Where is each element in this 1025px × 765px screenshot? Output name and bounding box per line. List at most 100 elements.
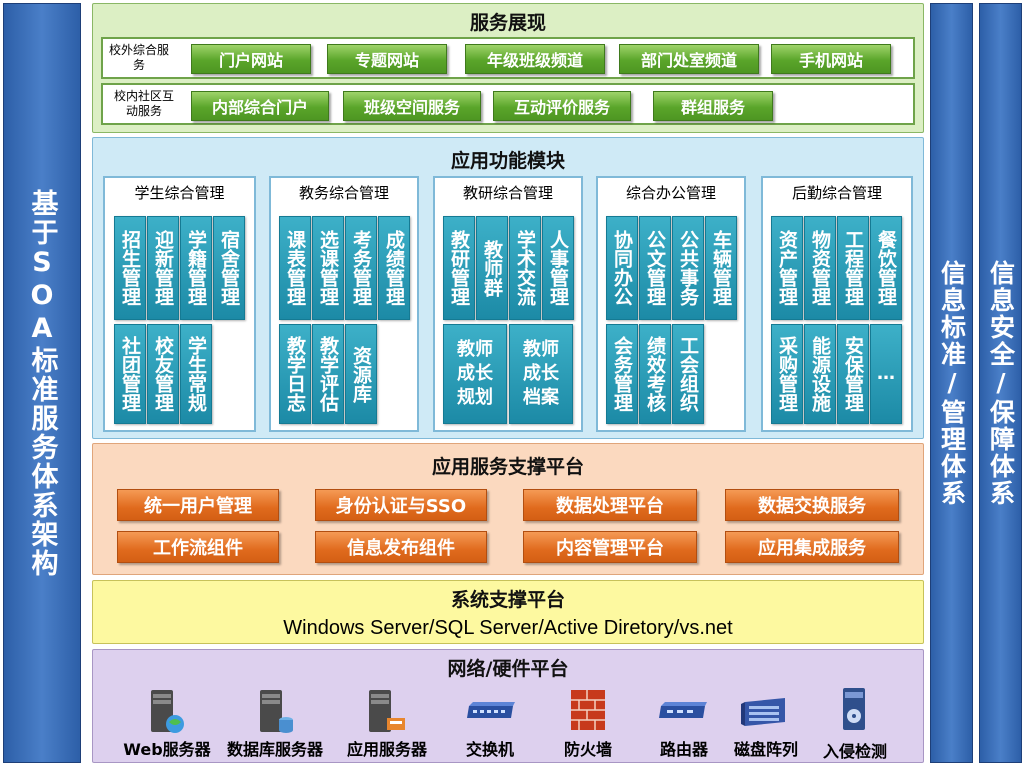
workflow-component-button[interactable]: 工作流组件 (117, 531, 279, 563)
grade-class-channel-button[interactable]: 年级班级频道 (465, 44, 605, 74)
tile-security-management[interactable]: 安保管理 (837, 324, 869, 424)
application-module-layer: 应用功能模块 学生综合管理 招生管理 迎新管理 学籍管理 宿舍管理 社团管理 校… (92, 137, 924, 439)
tile-alumni[interactable]: 校友管理 (147, 324, 179, 424)
app-integration-button[interactable]: 应用集成服务 (725, 531, 899, 563)
logistics-management-module: 后勤综合管理 资产管理 物资管理 工程管理 餐饮管理 采购管理 能源设施 安保管… (761, 176, 913, 432)
network-layer-title: 网络/硬件平台 (447, 658, 569, 680)
module-title: 综合办公管理 (625, 184, 716, 202)
topic-site-button[interactable]: 专题网站 (327, 44, 447, 74)
tile-teaching-evaluation[interactable]: 教学评估 (312, 324, 344, 424)
support-layer-title: 应用服务支撑平台 (431, 456, 584, 478)
database-server-icon (256, 688, 293, 734)
tile-freshman[interactable]: 迎新管理 (147, 216, 179, 320)
auth-sso-button[interactable]: 身份认证与SSO (315, 489, 487, 521)
info-security-text: 信息安全/保障体系 (986, 259, 1016, 507)
tile-engineering-management[interactable]: 工程管理 (837, 216, 869, 320)
app-support-platform-layer: 应用服务支撑平台 统一用户管理 身份认证与SSO 数据处理平台 数据交换服务 工… (92, 443, 924, 575)
internal-service-label: 校内社区互动服务 (113, 89, 174, 118)
info-standard-text: 信息标准/管理体系 (937, 259, 967, 507)
external-service-row: 校外综合服务 门户网站 专题网站 年级班级频道 部门处室频道 手机网站 (101, 37, 915, 79)
tile-energy-facilities[interactable]: 能源设施 (804, 324, 836, 424)
device-label: 入侵检测 (822, 742, 887, 761)
student-management-module: 学生综合管理 招生管理 迎新管理 学籍管理 宿舍管理 社团管理 校友管理 学生常… (103, 176, 256, 432)
office-management-module: 综合办公管理 协同办公 公文管理 公共事务 车辆管理 会务管理 绩效考核 工会组… (596, 176, 746, 432)
tile-student-routine[interactable]: 学生常规 (180, 324, 212, 424)
tile-research-management[interactable]: 教研管理 (443, 216, 475, 320)
device-label: 数据库服务器 (226, 740, 323, 759)
data-exchange-button[interactable]: 数据交换服务 (725, 489, 899, 521)
service-presentation-layer: 服务展现 校外综合服务 门户网站 专题网站 年级班级频道 部门处室频道 手机网站… (92, 3, 924, 133)
group-service-button[interactable]: 群组服务 (653, 91, 773, 121)
tile-labor-union[interactable]: 工会组织 (672, 324, 704, 424)
left-architecture-bar: 基于SOA标准服务体系架构 (3, 3, 81, 763)
device-label: 路由器 (659, 740, 708, 759)
tile-teaching-log[interactable]: 教学日志 (279, 324, 311, 424)
tile-label: 教师成长档案 (523, 339, 559, 408)
system-layer-title: 系统支撑平台 (450, 589, 565, 611)
app-server-icon (365, 688, 405, 734)
department-channel-button[interactable]: 部门处室频道 (619, 44, 759, 74)
info-standard-bar: 信息标准/管理体系 (930, 3, 973, 763)
module-title: 教务综合管理 (298, 184, 389, 202)
tile-performance-assessment[interactable]: 绩效考核 (639, 324, 671, 424)
tile-catering-management[interactable]: 餐饮管理 (870, 216, 902, 320)
external-service-label: 校外综合服务 (109, 43, 170, 72)
teaching-affairs-module: 教务综合管理 课表管理 选课管理 考务管理 成绩管理 教学日志 教学评估 资源库 (269, 176, 419, 432)
research-management-module: 教研综合管理 教研管理 教师群 学术交流 人事管理 教师成长规划 教师成长档案 (433, 176, 583, 432)
app-layer-title: 应用功能模块 (450, 150, 565, 172)
device-label: 交换机 (465, 740, 514, 759)
web-server-icon (147, 688, 184, 734)
tile-exam-affairs[interactable]: 考务管理 (345, 216, 377, 320)
unified-user-button[interactable]: 统一用户管理 (117, 489, 279, 521)
tile-dormitory[interactable]: 宿舍管理 (213, 216, 245, 320)
tile-academic-exchange[interactable]: 学术交流 (509, 216, 541, 320)
tile-procurement-management[interactable]: 采购管理 (771, 324, 803, 424)
info-publish-button[interactable]: 信息发布组件 (315, 531, 487, 563)
tile-teacher-growth-plan[interactable]: 教师成长规划 (443, 324, 507, 424)
tile-clubs[interactable]: 社团管理 (114, 324, 146, 424)
system-support-layer: 系统支撑平台 Windows Server/SQL Server/Active … (92, 580, 924, 644)
tile-more[interactable]: … (870, 324, 902, 424)
system-layer-subtitle: Windows Server/SQL Server/Active Diretor… (283, 617, 733, 639)
tile-meeting-management[interactable]: 会务管理 (606, 324, 638, 424)
tile-resource-library[interactable]: 资源库 (345, 324, 377, 424)
info-security-bar: 信息安全/保障体系 (979, 3, 1022, 763)
tile-student-status[interactable]: 学籍管理 (180, 216, 212, 320)
tile-teacher-group[interactable]: 教师群 (476, 216, 508, 320)
switch-icon (465, 698, 517, 722)
tile-timetable[interactable]: 课表管理 (279, 216, 311, 320)
tile-course-selection[interactable]: 选课管理 (312, 216, 344, 320)
tile-asset-management[interactable]: 资产管理 (771, 216, 803, 320)
internal-service-row: 校内社区互动服务 内部综合门户 班级空间服务 互动评价服务 群组服务 (101, 83, 915, 125)
service-layer-title: 服务展现 (469, 12, 546, 34)
data-processing-button[interactable]: 数据处理平台 (523, 489, 697, 521)
internal-portal-button[interactable]: 内部综合门户 (191, 91, 329, 121)
module-title: 教研综合管理 (462, 184, 553, 202)
tile-grades[interactable]: 成绩管理 (378, 216, 410, 320)
interactive-evaluation-button[interactable]: 互动评价服务 (493, 91, 631, 121)
device-label: Web服务器 (123, 740, 211, 759)
module-title: 学生综合管理 (134, 184, 225, 202)
firewall-icon (567, 686, 609, 734)
tile-document-management[interactable]: 公文管理 (639, 216, 671, 320)
device-label: 磁盘阵列 (733, 740, 798, 759)
class-space-button[interactable]: 班级空间服务 (343, 91, 481, 121)
tile-material-management[interactable]: 物资管理 (804, 216, 836, 320)
portal-site-button[interactable]: 门户网站 (191, 44, 311, 74)
tile-teacher-growth-archive[interactable]: 教师成长档案 (509, 324, 573, 424)
tile-collaborative-office[interactable]: 协同办公 (606, 216, 638, 320)
device-label: 应用服务器 (346, 740, 427, 759)
mobile-site-button[interactable]: 手机网站 (771, 44, 891, 74)
ids-icon (839, 686, 869, 734)
tile-enrollment[interactable]: 招生管理 (114, 216, 146, 320)
left-bar-text: 基于SOA标准服务体系架构 (26, 188, 58, 578)
tile-vehicle-management[interactable]: 车辆管理 (705, 216, 737, 320)
network-hardware-layer: 网络/硬件平台 Web服务器 数据库服务器 应用服务器 交换机 防火墙 路由器 … (92, 649, 924, 763)
router-icon (657, 698, 709, 722)
module-title: 后勤综合管理 (791, 184, 882, 202)
tile-personnel-management[interactable]: 人事管理 (542, 216, 574, 320)
content-management-button[interactable]: 内容管理平台 (523, 531, 697, 563)
tile-label: 教师成长规划 (457, 339, 493, 408)
tile-public-affairs[interactable]: 公共事务 (672, 216, 704, 320)
disk-array-icon (739, 692, 789, 728)
